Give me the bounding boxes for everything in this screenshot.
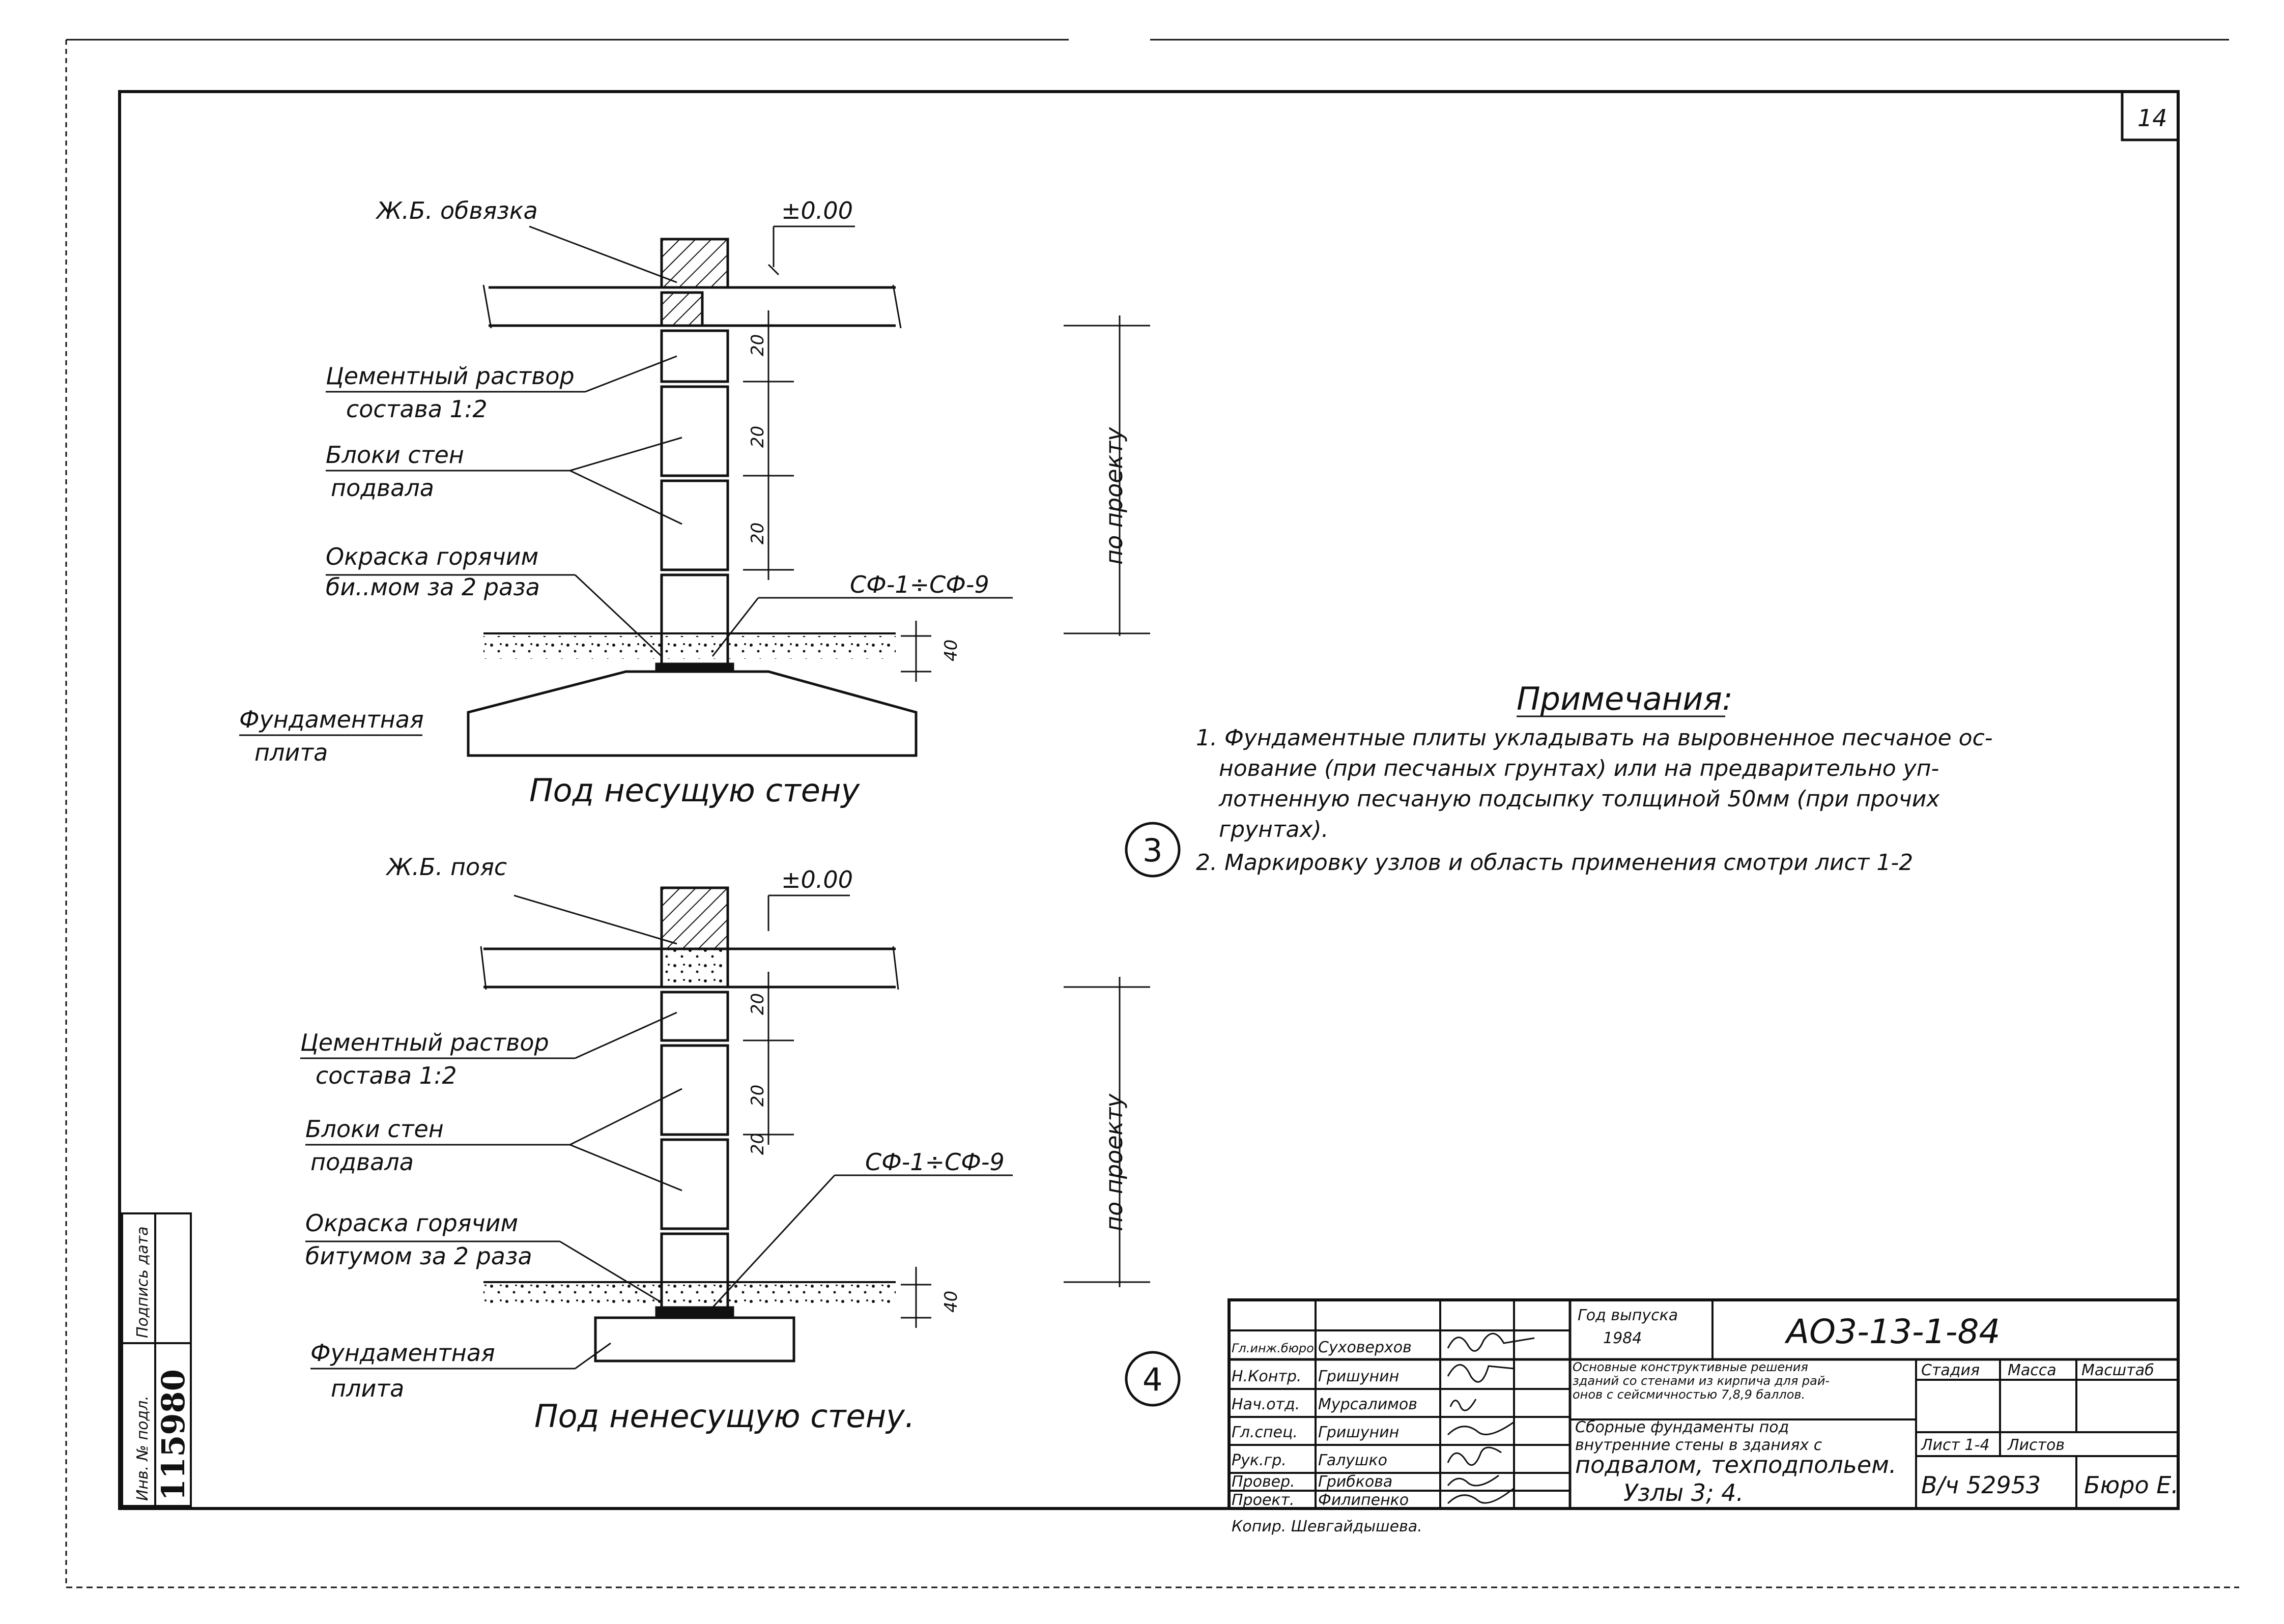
detail-4-drawing [300,886,1150,1370]
sheets-label: Листов [2007,1436,2065,1454]
sheet-title-2: внутренние стены в зданиях с [1575,1436,1822,1454]
stage-label: Стадия [1921,1361,1980,1379]
sign-date-label: Подпись дата [134,1227,152,1338]
signatures [1447,1332,1535,1504]
inventory-label: Инв. № подл. [134,1396,152,1501]
detail-4-foundation-label-2: плита [331,1375,404,1402]
notes-title: Примечания: [1517,680,1733,717]
title-block-grid [1227,1298,2180,1510]
role-0: Гл.инж.бюро [1232,1341,1314,1355]
role-1: Н.Контр. [1232,1368,1301,1385]
detail-3-foundation-label-2: плита [254,739,328,766]
detail-4-dim-40: 40 [941,1291,961,1313]
detail-3-mortar-label-2: состава 1:2 [346,395,488,423]
detail-3-dim-20-b: 20 [748,426,768,448]
notes-line-5: 2. Маркировку узлов и область применения… [1196,850,1913,876]
detail-3-marker: 3 [1143,832,1162,869]
sheet-label: Лист 1-4 [1921,1436,1990,1454]
mass-label: Масса [2008,1361,2057,1379]
detail-4-dim-20-c: 20 [748,1133,768,1155]
detail-4-coating-label-2: битумом за 2 раза [305,1242,532,1270]
name-3: Гришунин [1318,1424,1399,1441]
detail-3-dim-40: 40 [941,640,961,661]
detail-3-coating-label-2: би..мом за 2 раза [326,573,540,601]
detail-4-coating-label-1: Окраска горячим [305,1209,518,1237]
series-desc-1: Основные конструктивные решения [1573,1360,1808,1374]
detail-3-blocks-label-1: Блоки стен [326,441,464,469]
page-number: 14 [2137,104,2167,132]
notes-line-4: грунтах). [1219,817,1329,843]
role-6: Проект. [1232,1491,1295,1509]
detail-3-per-project: по проекту [1100,427,1128,565]
detail-3-dim-20-a: 20 [748,334,768,356]
name-5: Грибкова [1318,1473,1392,1491]
role-4: Рук.гр. [1232,1452,1287,1469]
bureau: Бюро Е. [2084,1471,2179,1499]
detail-3-foundation-label-1: Фундаментная [239,706,424,733]
detail-4-marker-circle [1125,1351,1181,1407]
detail-3-strap-label: Ж.Б. обвязка [375,197,538,224]
sheet-title-4: Узлы 3; 4. [1623,1479,1744,1506]
detail-4-per-project: по проекту [1100,1093,1128,1231]
inventory-number: 115980 [155,1369,192,1501]
name-6: Филипенко [1318,1491,1409,1509]
name-2: Мурсалимов [1318,1396,1417,1413]
detail-4-blocks-label-2: подвала [310,1148,414,1176]
detail-4-caption: Под ненесущую стену. [534,1398,915,1435]
role-2: Нач.отд. [1232,1396,1300,1413]
detail-3-coating-label-1: Окраска горячим [326,543,538,570]
doc-number: В/ч 52953 [1921,1471,2041,1499]
sheet-title-3: подвалом, техподпольем. [1575,1451,1897,1478]
sheet-title-1: Сборные фундаменты под [1575,1418,1789,1436]
year-label: Год выпуска [1578,1307,1678,1324]
series-desc-3: онов с сейсмичностью 7,8,9 баллов. [1573,1387,1805,1402]
copied-by: Копир. Шевгайдышева. [1232,1518,1422,1535]
detail-4-mortar-label-1: Цементный раствор [300,1029,549,1056]
name-0: Суховерхов [1318,1339,1412,1356]
notes-line-1: 1. Фундаментные плиты укладывать на выро… [1196,725,1993,751]
detail-3-drawing [239,225,1150,757]
year-value: 1984 [1603,1329,1642,1347]
detail-3-caption: Под несущую стену [529,772,860,809]
detail-3-slab-mark: СФ-1÷СФ-9 [850,571,989,598]
role-5: Провер. [1232,1473,1295,1491]
detail-4-level: ±0.00 [781,866,853,893]
detail-3-mortar-label-1: Цементный раствор [326,362,575,390]
detail-4-marker: 4 [1143,1361,1162,1398]
role-3: Гл.спец. [1232,1424,1298,1441]
detail-3-blocks-label-2: подвала [331,474,434,502]
detail-4-slab-mark: СФ-1÷СФ-9 [865,1148,1005,1176]
detail-4-dim-20-a: 20 [748,993,768,1015]
detail-4-belt-label: Ж.Б. пояс [385,853,507,881]
detail-4-mortar-label-2: состава 1:2 [316,1062,457,1089]
scale-label: Масштаб [2081,1361,2154,1379]
document-code: АО3-13-1-84 [1784,1312,2001,1351]
detail-4-blocks-label-1: Блоки стен [305,1115,444,1143]
notes-line-3: лотненную песчаную подсыпку толщиной 50м… [1218,786,1940,812]
notes-line-2: нование (при песчаных грунтах) или на пр… [1219,756,1939,781]
left-stamp [121,1212,192,1507]
detail-4-dim-20-b: 20 [748,1085,768,1107]
sheet-frame [65,39,2239,1588]
series-desc-2: зданий со стенами из кирпича для рай- [1573,1374,1830,1388]
detail-3-marker-circle [1125,822,1181,878]
name-1: Гришунин [1318,1368,1399,1385]
detail-3-level: ±0.00 [781,197,853,224]
name-4: Галушко [1318,1452,1387,1469]
detail-4-foundation-label-1: Фундаментная [310,1339,495,1367]
detail-3-dim-20-c: 20 [748,523,768,544]
